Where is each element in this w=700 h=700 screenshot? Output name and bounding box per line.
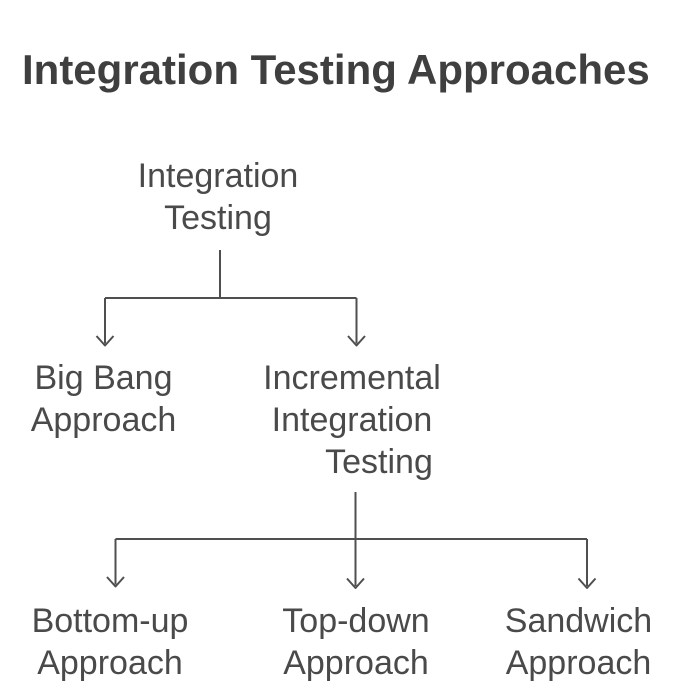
node-label-line: Testing [164, 199, 272, 237]
node-integration-testing: Integration Testing [58, 155, 378, 239]
node-label-line: Approach [283, 644, 429, 682]
node-label-line: Sandwich [504, 602, 653, 640]
node-label-line: Approach [37, 644, 183, 682]
page-title: Integration Testing Approaches [22, 46, 650, 94]
node-label-line: Bottom-up [31, 602, 189, 640]
node-sandwich-approach: Sandwich Approach [419, 600, 700, 684]
node-label-line: Testing [325, 443, 433, 481]
node-top-down-approach: Top-down Approach [196, 600, 516, 684]
arrowhead-incremental [347, 335, 366, 347]
node-label-line: Integration [271, 401, 433, 439]
node-bottom-up-approach: Bottom-up Approach [0, 600, 270, 684]
node-label-line: Big Bang [34, 359, 173, 397]
node-label-line: Incremental [263, 359, 441, 397]
arrowhead-big-bang [95, 335, 115, 347]
node-label-line: Approach [505, 644, 652, 682]
arrowhead-top-down [346, 577, 365, 589]
arrowhead-sandwich [577, 577, 597, 589]
node-incremental-integration-testing: Incremental Integration Testing [192, 357, 512, 483]
node-label-line: Integration [137, 157, 299, 195]
arrowhead-bottom-up [106, 576, 125, 588]
node-label-line: Top-down [282, 602, 430, 640]
node-big-bang-approach: Big Bang Approach [0, 357, 264, 441]
node-label-line: Approach [30, 401, 177, 439]
